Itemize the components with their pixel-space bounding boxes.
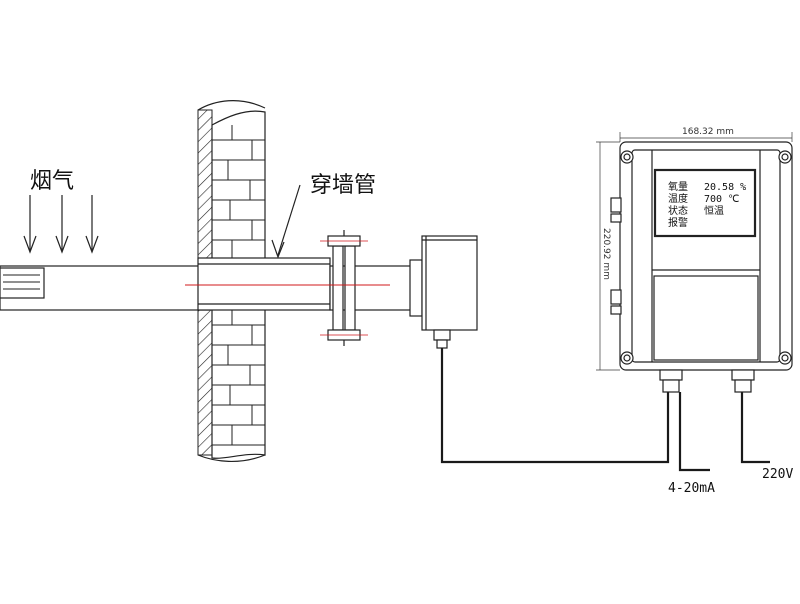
wall-through-pipe [197, 257, 331, 311]
lcd-screen [653, 168, 757, 238]
flue-gas-arrows [23, 195, 99, 254]
signal-cable [440, 348, 670, 464]
flange-left [332, 245, 344, 331]
height-dimension: 220.92 mm [601, 228, 611, 280]
lcd-row-value: 恒温 [704, 204, 724, 217]
lcd-row-name: 报警 [668, 216, 688, 229]
lcd-row-name: 温度 [668, 192, 688, 205]
lcd-row-name: 状态 [668, 204, 688, 217]
lcd-row-value: 700 ℃ [704, 194, 739, 205]
probe-assembly [0, 230, 423, 346]
output-cable [678, 392, 710, 472]
wall-pipe-label: 穿墙管 [310, 173, 376, 198]
flange-right [344, 245, 356, 331]
dimension-lines [596, 132, 793, 371]
probe-filter-head [0, 267, 45, 299]
flue-gas-label: 烟气 [30, 169, 74, 194]
power-label: 220V [762, 467, 793, 482]
lower-panel [653, 275, 759, 361]
lcd-rows: 氧量 20.58 % 温度 700 ℃ 状态 恒温 报警 [668, 180, 746, 229]
wall-pipe-leader [271, 184, 301, 259]
signal-output-label: 4-20mA [668, 481, 715, 496]
lcd-row-value: 20.58 % [704, 182, 746, 193]
power-cable [740, 392, 770, 464]
lcd-row-name: 氧量 [668, 180, 688, 193]
width-dimension: 168.32 mm [682, 127, 734, 137]
probe-junction-box [421, 235, 478, 349]
